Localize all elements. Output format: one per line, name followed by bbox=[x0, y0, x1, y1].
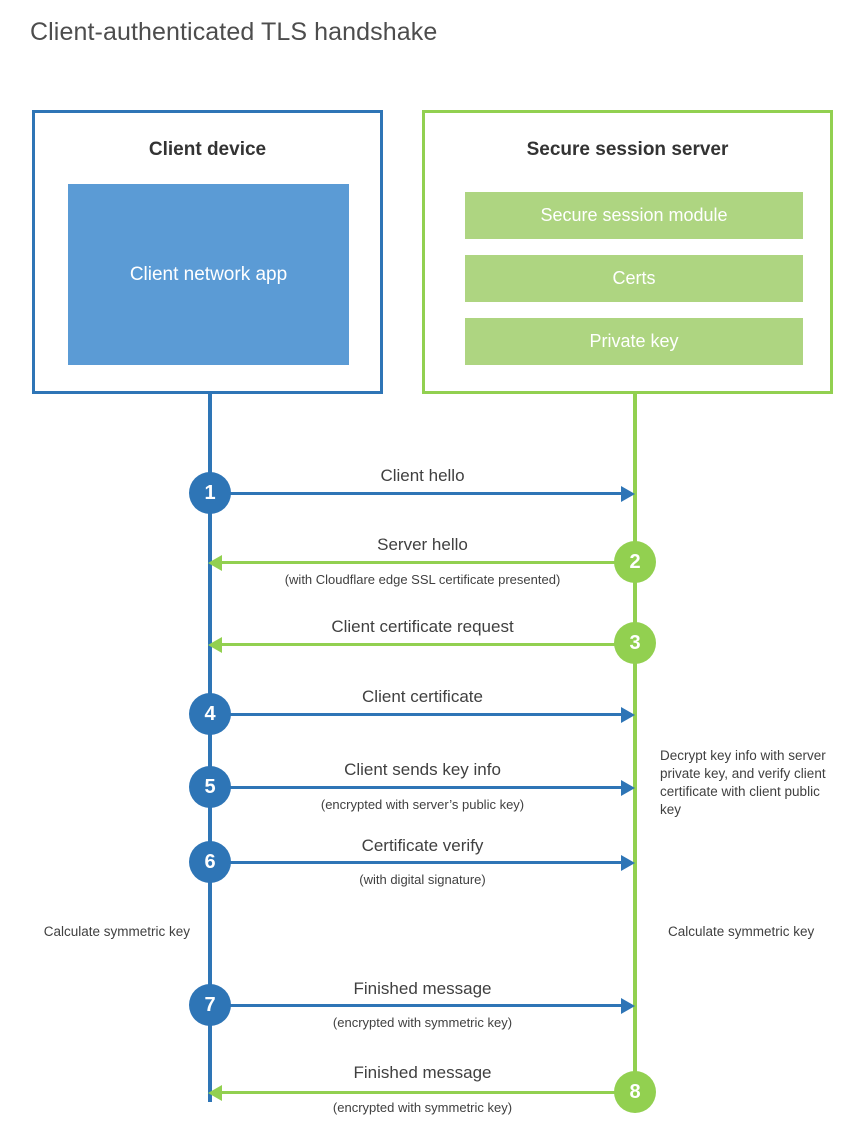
step-8-badge: 8 bbox=[614, 1071, 656, 1113]
step-5-label: Client sends key info bbox=[344, 760, 501, 779]
server-component-private-key: Private key bbox=[465, 318, 803, 365]
secure-session-server-box: Secure session server Secure session mod… bbox=[422, 110, 833, 394]
step-7-arrow-head bbox=[621, 997, 635, 1014]
step-7-label: Finished message bbox=[353, 979, 492, 998]
step-1-badge: 1 bbox=[189, 472, 231, 514]
step-5-badge: 5 bbox=[189, 766, 231, 808]
step-2-label: Server hello bbox=[377, 535, 468, 554]
step-1-arrow-line bbox=[210, 492, 621, 495]
server-lifeline bbox=[633, 394, 637, 1094]
step-8-arrow-head bbox=[208, 1084, 222, 1101]
step-4-label: Client certificate bbox=[362, 687, 483, 706]
step-5-arrow-line bbox=[210, 786, 621, 789]
step-6-sublabel: (with digital signature) bbox=[359, 872, 486, 887]
client-device-box: Client device Client network app bbox=[32, 110, 383, 394]
step-2-arrow-line bbox=[222, 561, 633, 564]
server-decrypt-annotation: Decrypt key info with server private key… bbox=[660, 748, 826, 817]
step-7-badge: 7 bbox=[189, 984, 231, 1026]
step-5-arrow-head bbox=[621, 779, 635, 796]
step-6-badge: 6 bbox=[189, 841, 231, 883]
page-title: Client-authenticated TLS handshake bbox=[30, 18, 438, 46]
step-7-arrow-line bbox=[210, 1004, 621, 1007]
step-8-arrow-line bbox=[222, 1091, 633, 1094]
client-network-app-block: Client network app bbox=[68, 184, 349, 365]
step-2-sublabel: (with Cloudflare edge SSL certificate pr… bbox=[284, 572, 561, 587]
step-7-sublabel: (encrypted with symmetric key) bbox=[332, 1015, 513, 1030]
server-calculate-symmetric-key-annotation: Calculate symmetric key bbox=[668, 924, 815, 939]
step-8-label: Finished message bbox=[353, 1063, 492, 1082]
step-4-arrow-head bbox=[621, 706, 635, 723]
step-4-arrow-line bbox=[210, 713, 621, 716]
client-device-title: Client device bbox=[148, 139, 267, 160]
step-4-badge: 4 bbox=[189, 693, 231, 735]
step-2-arrow-head bbox=[208, 554, 222, 571]
step-1-label: Client hello bbox=[380, 466, 465, 485]
step-5-sublabel: (encrypted with server’s public key) bbox=[320, 797, 525, 812]
client-calculate-symmetric-key-annotation: Calculate symmetric key bbox=[43, 924, 190, 939]
server-component-secure-session-module: Secure session module bbox=[465, 192, 803, 239]
step-2-badge: 2 bbox=[614, 541, 656, 583]
client-network-app-label: Client network app bbox=[129, 264, 288, 285]
step-6-arrow-head bbox=[621, 854, 635, 871]
secure-session-server-title: Secure session server bbox=[526, 139, 729, 160]
step-6-label: Certificate verify bbox=[361, 836, 484, 855]
step-3-arrow-head bbox=[208, 636, 222, 653]
step-8-sublabel: (encrypted with symmetric key) bbox=[332, 1100, 513, 1115]
client-lifeline bbox=[208, 394, 212, 1102]
step-1-arrow-head bbox=[621, 485, 635, 502]
server-component-certs: Certs bbox=[465, 255, 803, 302]
step-3-label: Client certificate request bbox=[331, 617, 514, 636]
step-6-arrow-line bbox=[210, 861, 621, 864]
step-3-badge: 3 bbox=[614, 622, 656, 664]
step-3-arrow-line bbox=[222, 643, 633, 646]
